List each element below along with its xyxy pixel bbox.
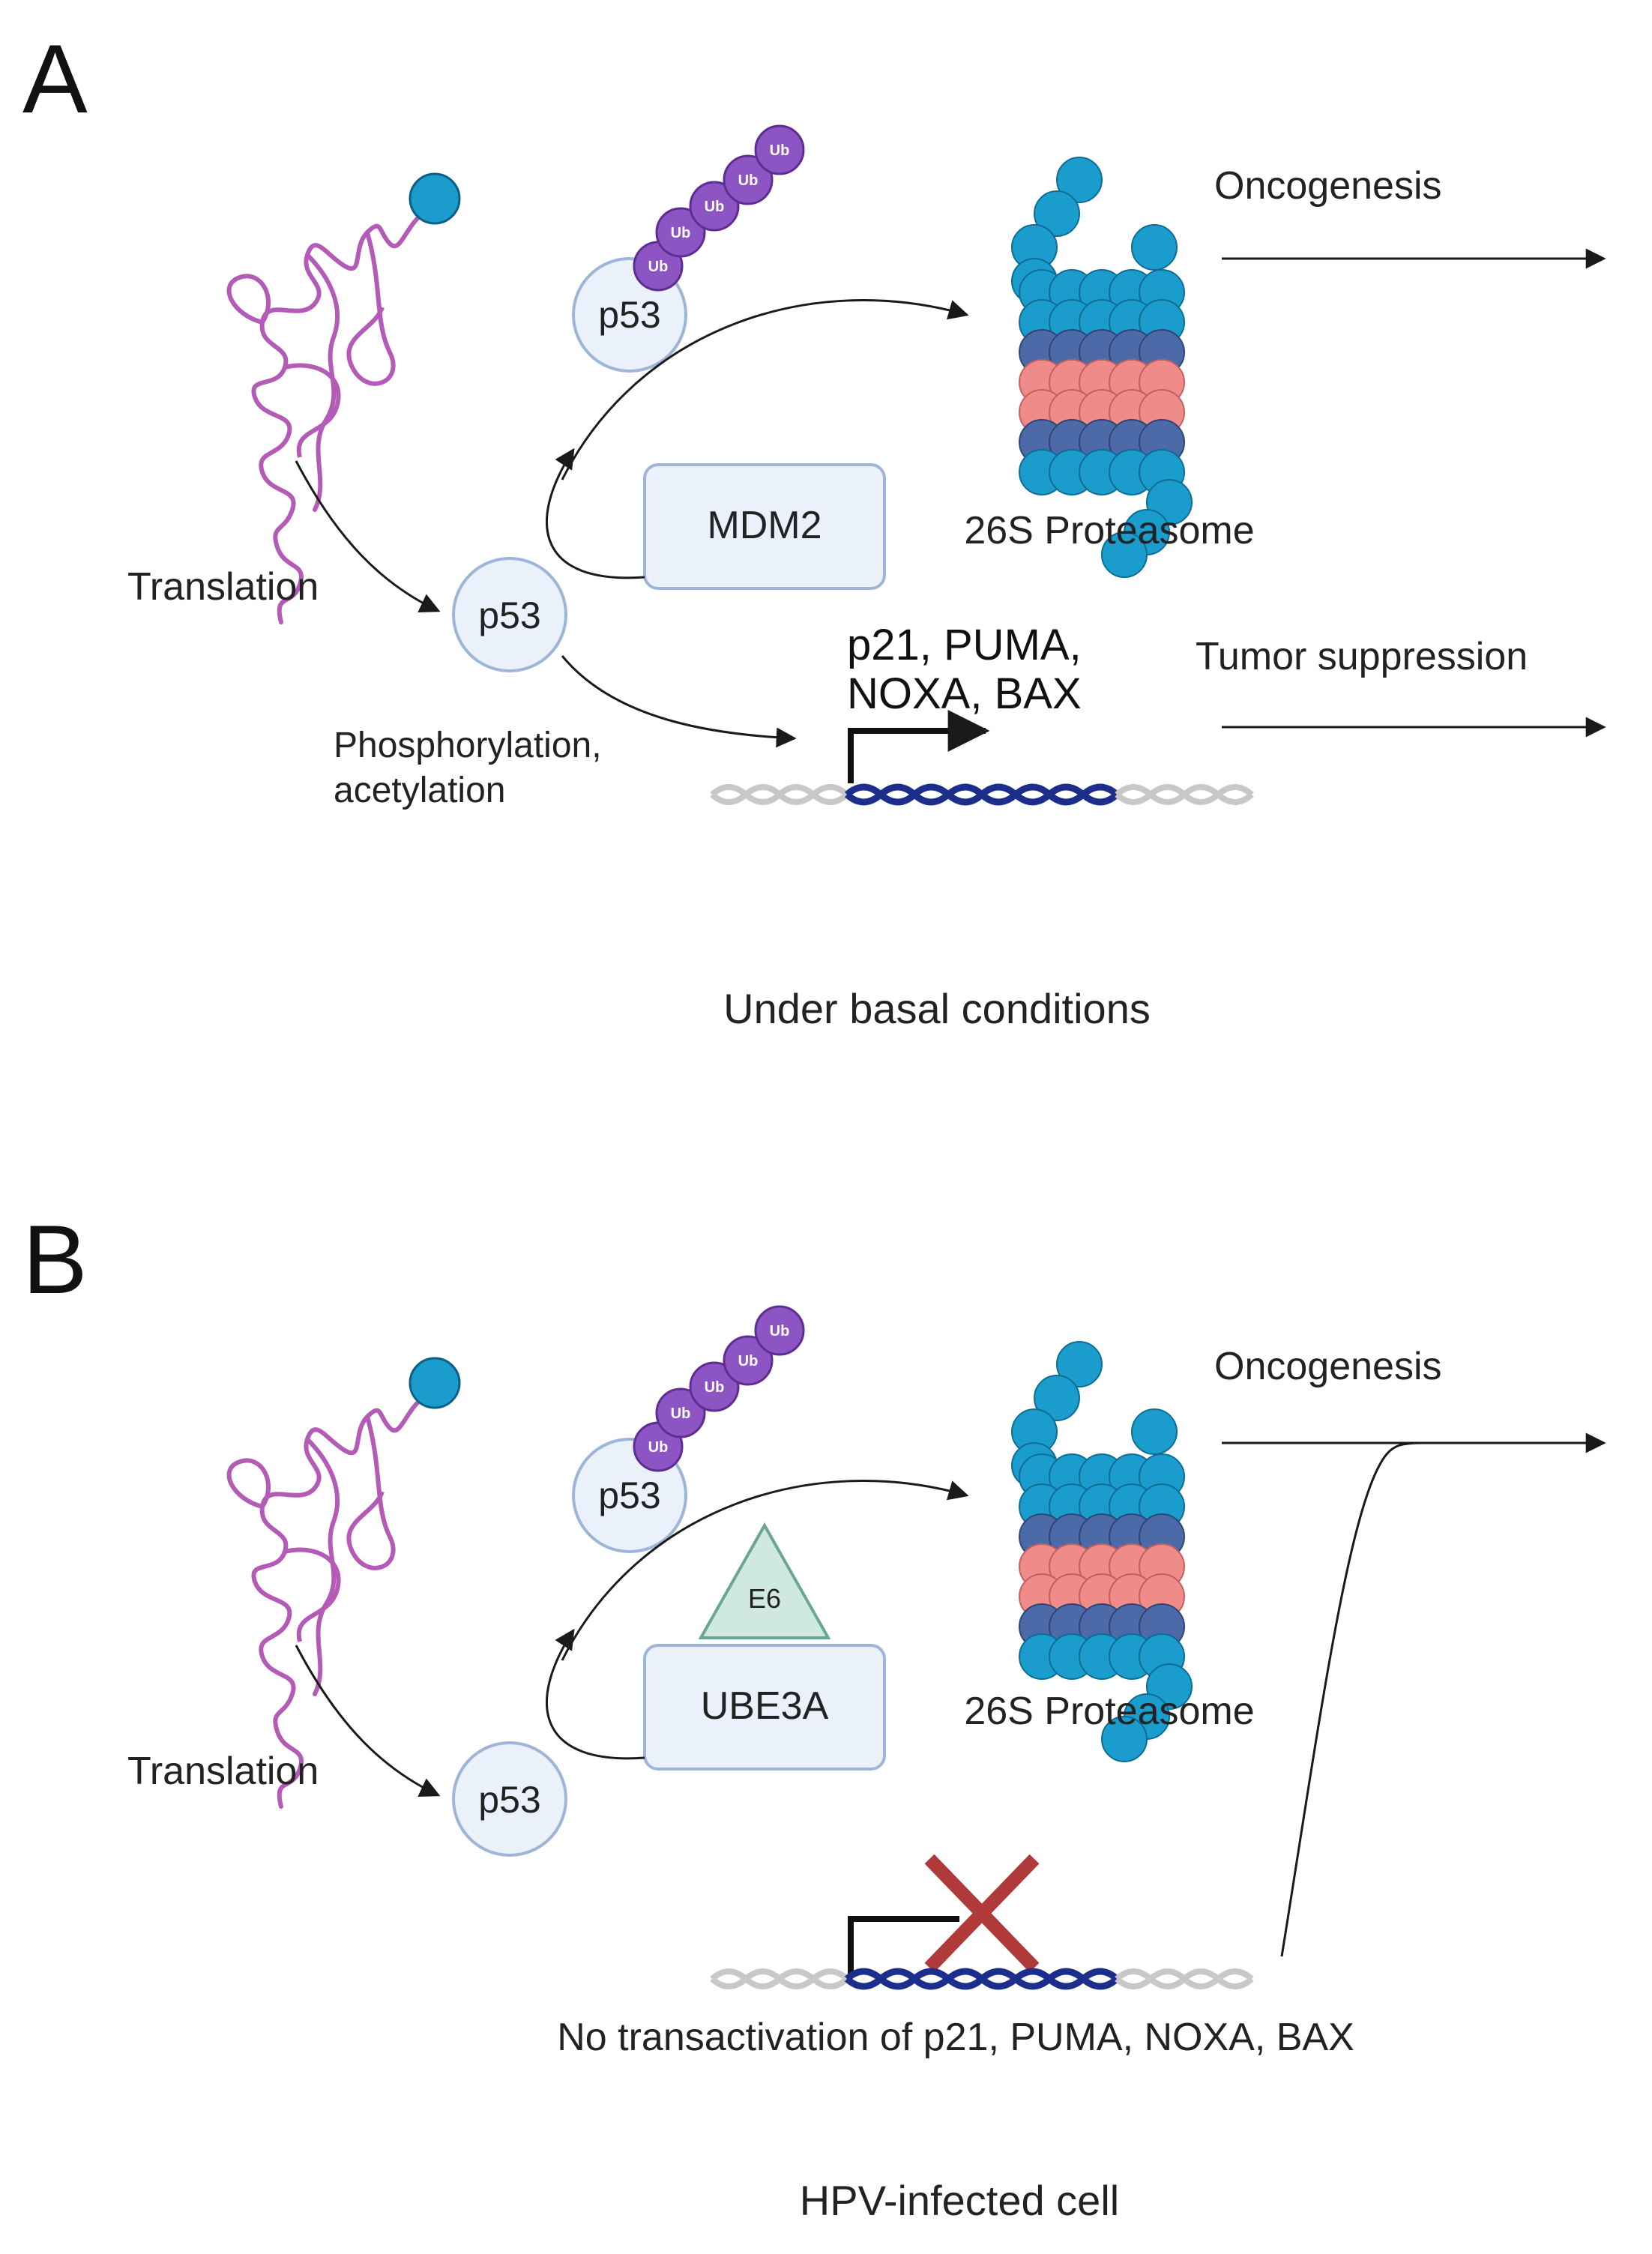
target-genes-line1: p21, PUMA, <box>847 621 1082 669</box>
panel-b: B p53 Ub Ub Ub Ub Ub <box>22 1205 1606 2224</box>
dna-helix-a <box>712 787 1252 802</box>
ube3a-box <box>643 1644 886 1771</box>
ub-label: Ub <box>738 172 759 189</box>
mdm2-box <box>643 463 886 590</box>
ub-label: Ub <box>770 142 790 159</box>
ubiquitinated-p53-a: p53 Ub Ub Ub Ub Ub <box>572 124 805 373</box>
block-cross-icon <box>924 1854 1040 1973</box>
ub-label: Ub <box>705 199 725 215</box>
degradation-arrow-b <box>561 1480 969 1661</box>
p53-ub-label-b: p53 <box>598 1474 660 1516</box>
translation-label-a: Translation <box>127 565 319 609</box>
ub-label: Ub <box>705 1379 725 1396</box>
p53-label-b: p53 <box>478 1779 540 1821</box>
modification-label-line1: Phosphorylation, <box>334 726 602 765</box>
e6-label: E6 <box>748 1583 781 1614</box>
ub-label: Ub <box>648 259 669 275</box>
mdm2-ubiquitination-arrow <box>546 448 645 579</box>
oncogenesis-label-a: Oncogenesis <box>1214 164 1442 208</box>
p53-label-a: p53 <box>478 594 540 636</box>
ub-chain-b: Ub Ub Ub Ub Ub <box>633 1305 805 1472</box>
ub-label: Ub <box>648 1439 669 1456</box>
ub-label: Ub <box>770 1323 790 1340</box>
transactivation-arrow-a <box>561 655 797 748</box>
ub-label: Ub <box>671 1405 691 1422</box>
degradation-arrow-a <box>561 299 969 480</box>
unfolded-protein-b <box>229 1357 461 1806</box>
modification-label-line2: acetylation <box>334 771 505 810</box>
target-genes-line2: NOXA, BAX <box>847 669 1082 718</box>
tumor-suppression-label: Tumor suppression <box>1196 635 1528 678</box>
ub-label: Ub <box>671 225 691 241</box>
panel-b-letter: B <box>22 1205 88 1314</box>
ubiquitinated-p53-b: p53 Ub Ub Ub Ub Ub <box>572 1305 805 1553</box>
promoter-arrow-a <box>848 710 990 783</box>
translation-arrow-b <box>295 1645 441 1797</box>
oncogenesis-label-b: Oncogenesis <box>1214 1345 1442 1388</box>
translation-label-b: Translation <box>127 1750 319 1793</box>
proteasome-label-a: 26S Proteasome <box>964 509 1254 552</box>
p53-circle-a <box>452 557 567 672</box>
unfolded-protein-a <box>229 172 461 622</box>
panel-b-caption: HPV-infected cell <box>800 2177 1119 2224</box>
oncogenesis-feed-arrow-b <box>1280 1441 1425 1957</box>
p53-circle-b <box>452 1741 567 1857</box>
panel-a-caption: Under basal conditions <box>723 985 1151 1032</box>
translation-arrow-a <box>295 460 441 612</box>
no-transactivation-label: No transactivation of p21, PUMA, NOXA, B… <box>557 2016 1354 2059</box>
ube3a-label: UBE3A <box>701 1684 829 1728</box>
panel-a: A p53 Ub Ub Ub Ub Ub <box>22 24 1606 1032</box>
mdm2-label: MDM2 <box>707 504 822 547</box>
proteasome-label-b: 26S Proteasome <box>964 1690 1254 1733</box>
panel-a-letter: A <box>22 24 88 133</box>
ube3a-ubiquitination-arrow <box>546 1628 645 1760</box>
promoter-b <box>848 1916 959 1975</box>
e6-triangle <box>698 1522 831 1639</box>
ub-chain-a: Ub Ub Ub Ub Ub <box>633 124 805 292</box>
p53-ub-label-a: p53 <box>598 294 660 336</box>
dna-helix-b <box>712 1971 1252 1986</box>
ub-label: Ub <box>738 1353 759 1369</box>
